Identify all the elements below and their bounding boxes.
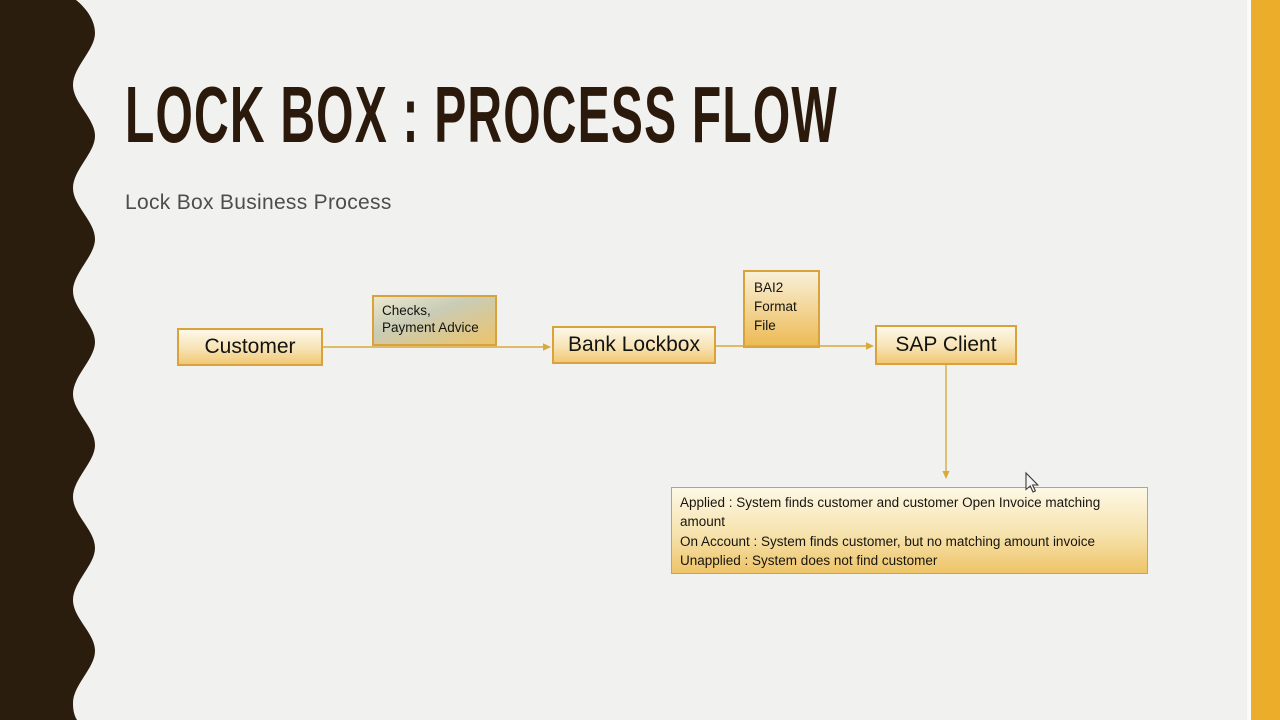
flow-node-checks-line1: Checks, [382,303,431,318]
flow-node-bank-lockbox: Bank Lockbox [552,326,716,364]
note-line: amount [680,514,726,530]
flow-node-checks-line2: Payment Advice [382,320,479,335]
flow-node-bai2-line2: Format [754,299,797,314]
flow-node-sap-client: SAP Client [875,325,1017,365]
note-line: Applied : System finds customer and cust… [680,495,1101,510]
flow-node-bai2-line1: BAI2 [754,280,784,295]
right-white-strip [1247,0,1251,720]
flow-node-customer: Customer [177,328,323,366]
flow-node-bank-lockbox-label: Bank Lockbox [568,333,700,356]
note-line: On Account : System finds customer, but … [680,533,1095,549]
flow-node-customer-label: Customer [204,335,296,358]
note-line: Unapplied : System does not find custome… [680,552,938,568]
flow-node-sap-client-label: SAP Client [895,333,997,356]
arrow-sap-to-note [942,365,950,479]
flow-node-checks-payment-advice: Checks, Payment Advice [372,295,497,346]
flow-node-bai2-format-file: BAI2 Format File [743,270,820,348]
slide-subtitle: Lock Box Business Process [125,191,392,214]
flow-node-bai2-line3: File [754,318,776,333]
note-box-matching-rules: Applied : System finds customer and cust… [671,487,1148,574]
right-accent-bar [1251,0,1280,720]
slide-title: LOCK BOX : PROCESS FLOW [125,69,838,159]
wavy-sidebar-decoration [0,0,95,720]
